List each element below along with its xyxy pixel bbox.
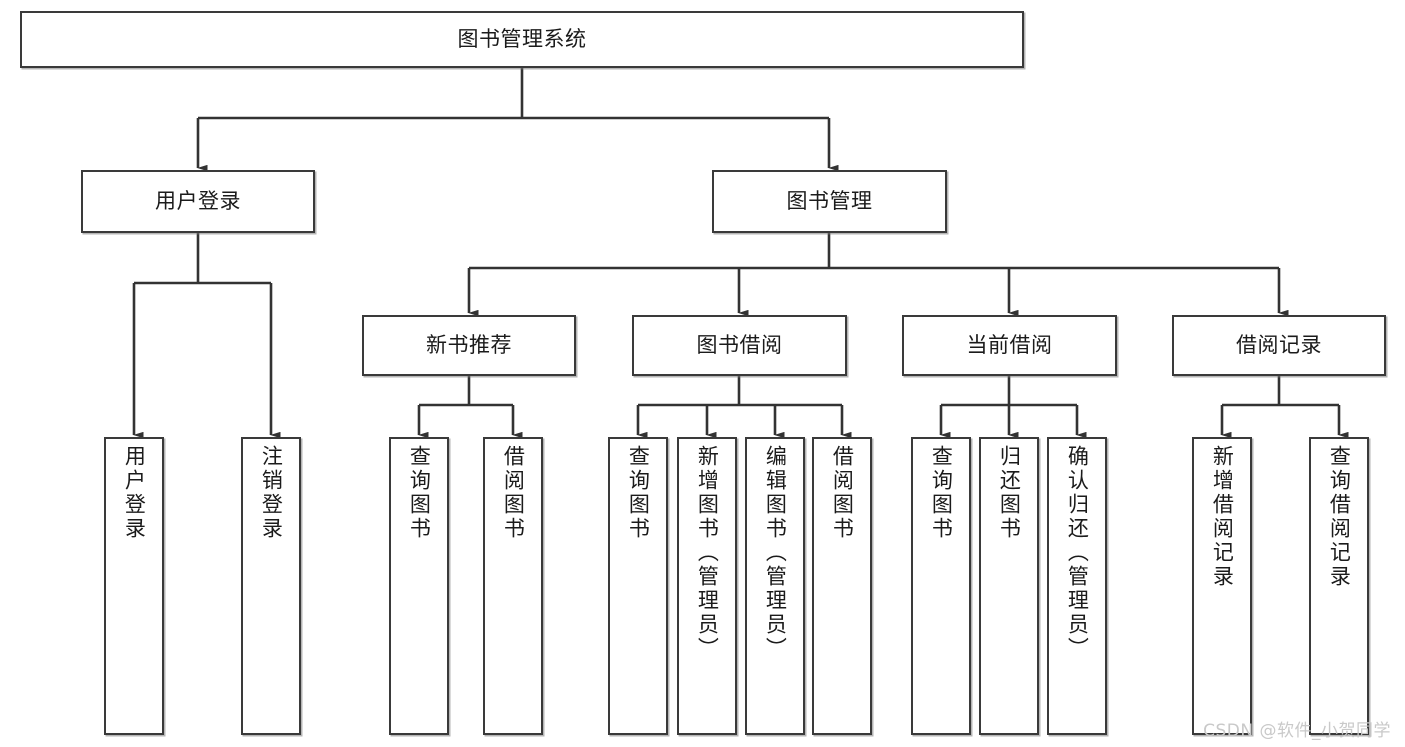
node-label: 编辑图书（管理员） [763,445,788,661]
node-label: 借阅图书 [830,445,855,541]
node-label: 用户登录 [122,445,147,541]
node-label: 查询图书 [929,445,954,541]
leaf-borrow-book-recommend[interactable]: 借阅图书 [483,437,543,735]
leaf-user-login[interactable]: 用户登录 [104,437,164,735]
node-new-book-recommend[interactable]: 新书推荐 [362,315,576,376]
node-label: 查询借阅记录 [1327,445,1352,589]
leaf-add-borrow-record[interactable]: 新增借阅记录 [1192,437,1252,735]
node-label: 当前借阅 [966,333,1053,358]
node-label: 注销登录 [259,445,284,541]
node-label: 归还图书 [997,445,1022,541]
node-book-management[interactable]: 图书管理 [712,170,947,233]
node-label: 图书管理系统 [457,27,587,52]
node-label: 借阅图书 [501,445,526,541]
leaf-return-book[interactable]: 归还图书 [979,437,1039,735]
leaf-query-book-borrow[interactable]: 查询图书 [608,437,668,735]
node-label: 新书推荐 [426,333,512,358]
node-label: 用户登录 [155,189,241,214]
node-label: 确认归还（管理员） [1065,445,1090,661]
node-label: 图书借阅 [696,333,783,358]
leaf-query-book-current[interactable]: 查询图书 [911,437,971,735]
leaf-borrow-book[interactable]: 借阅图书 [812,437,872,735]
leaf-confirm-return-admin[interactable]: 确认归还（管理员） [1047,437,1107,735]
node-current-borrow[interactable]: 当前借阅 [902,315,1117,376]
leaf-add-book-admin[interactable]: 新增图书（管理员） [677,437,737,735]
node-label: 新增借阅记录 [1210,445,1235,589]
node-book-borrow[interactable]: 图书借阅 [632,315,847,376]
node-label: 新增图书（管理员） [695,445,720,661]
node-borrow-record[interactable]: 借阅记录 [1172,315,1386,376]
leaf-query-borrow-record[interactable]: 查询借阅记录 [1309,437,1369,735]
leaf-user-logout[interactable]: 注销登录 [241,437,301,735]
watermark-text: CSDN @软件_小贺同学 [1203,721,1391,741]
node-label: 查询图书 [407,445,432,541]
node-root-book-management-system[interactable]: 图书管理系统 [20,11,1024,68]
node-label: 图书管理 [786,189,873,214]
node-label: 查询图书 [626,445,651,541]
node-user-login[interactable]: 用户登录 [81,170,315,233]
leaf-edit-book-admin[interactable]: 编辑图书（管理员） [745,437,805,735]
node-label: 借阅记录 [1236,333,1322,358]
leaf-query-book-recommend[interactable]: 查询图书 [389,437,449,735]
